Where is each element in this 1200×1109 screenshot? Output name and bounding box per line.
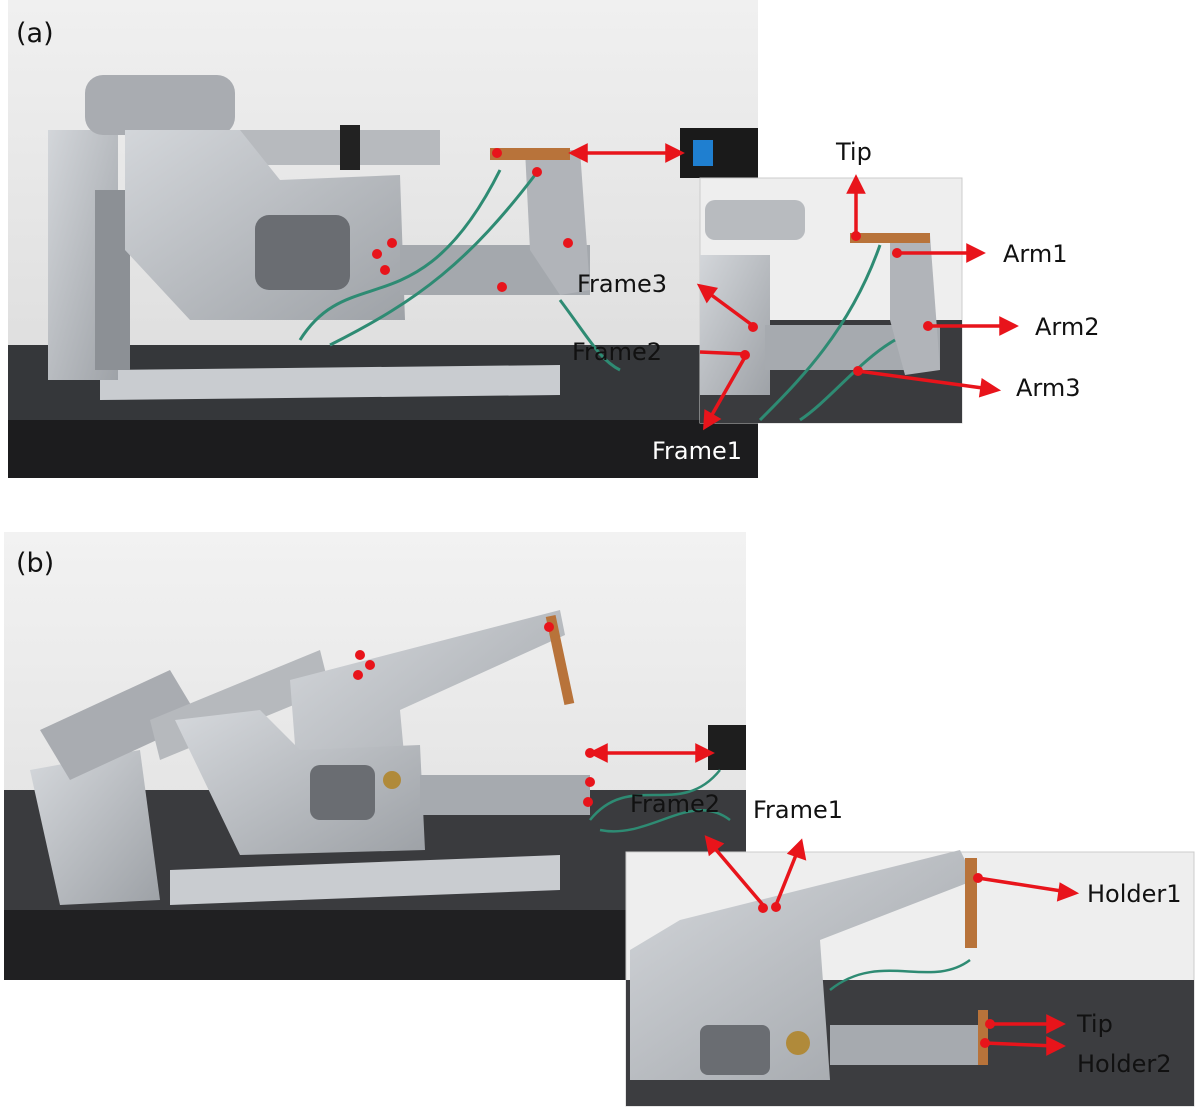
actuator-motor [85,75,235,135]
panel-b: (b) Frame2 Frame1 Holder1 Tip Holder2 [0,520,1200,1109]
callout-frame2-a: Frame2 [572,338,663,366]
callout-holder1: Holder1 [1087,880,1182,908]
callout-frame1-b: Frame1 [753,796,844,824]
frame-window [255,215,350,290]
callout-arm2: Arm2 [1035,313,1100,341]
callout-arm1: Arm1 [1003,240,1068,268]
panel-a: (a) Tip Arm1 Arm2 Arm3 Frame3 Frame2 Fra… [0,0,1200,480]
left-stand-b [30,750,160,905]
panel-b-photo [4,532,1195,1107]
laser-sensor [680,128,758,178]
arm-upright [525,150,590,295]
sensor-markers-b [353,622,995,1048]
panel-a-photo [8,0,1019,478]
callout-tip-b: Tip [1077,1010,1113,1038]
panel-a-label: (a) [16,18,54,49]
callout-frame3-a: Frame3 [577,270,668,298]
callout-frame2-b: Frame2 [630,790,721,818]
callout-tip-a: Tip [836,138,872,166]
annotation-arrows-a [568,143,1019,431]
sensor-markers-a [372,148,933,376]
panel-b-label: (b) [16,548,55,579]
annotation-arrows-b [588,743,1080,1056]
callout-frame1-a: Frame1 [652,437,743,465]
tip-holder [490,148,570,160]
callout-holder2: Holder2 [1077,1050,1172,1078]
base-plate [100,365,560,400]
callout-arm3: Arm3 [1016,374,1081,402]
